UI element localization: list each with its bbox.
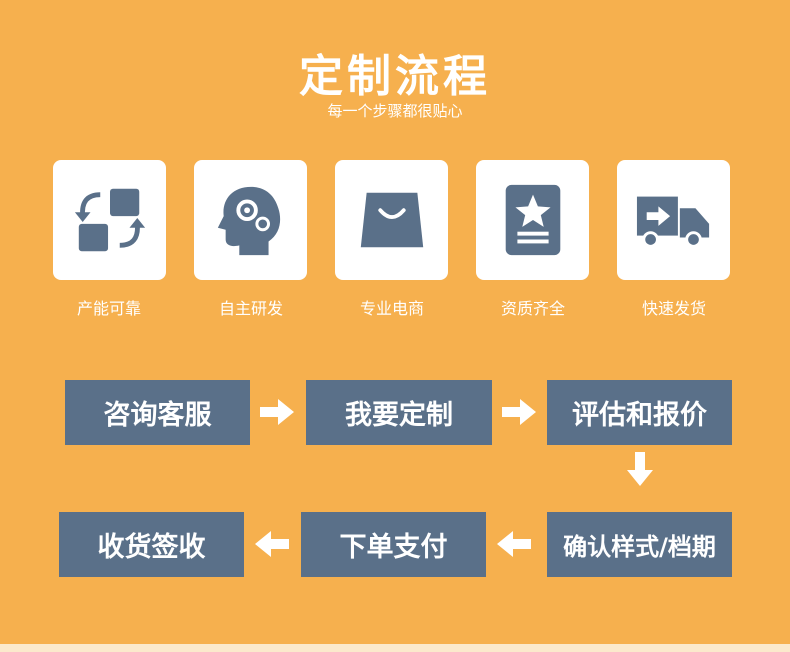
- certificate-star-icon: [505, 184, 560, 256]
- feature-card-capacity: [53, 160, 166, 280]
- arrow-down-icon: [627, 452, 653, 486]
- arrow-right-icon: [260, 399, 294, 425]
- feature-label-ecommerce: 专业电商: [359, 299, 424, 318]
- feature-label-shipping: 快速发货: [641, 299, 706, 318]
- feature-card-rnd: [194, 160, 307, 280]
- feature-label-capacity: 产能可靠: [76, 299, 141, 318]
- step-receive: 收货签收: [59, 512, 244, 577]
- arrow-left-icon: [255, 531, 289, 557]
- feature-card-ecommerce: [335, 160, 448, 280]
- step-payment: 下单支付: [301, 512, 486, 577]
- delivery-truck-icon: [636, 196, 709, 248]
- arrow-right-icon: [502, 399, 536, 425]
- brain-gears-icon: [217, 186, 280, 256]
- feature-label-rnd: 自主研发: [218, 299, 283, 318]
- shopping-bag-icon: [360, 192, 423, 248]
- step-quote: 评估和报价: [547, 380, 732, 445]
- page-subtitle: 每一个步骤都很贴心: [327, 102, 463, 120]
- page-title: 定制流程: [299, 51, 491, 102]
- step-confirm: 确认样式/档期: [547, 512, 732, 577]
- step-consult: 咨询客服: [65, 380, 250, 445]
- swap-blocks-icon: [74, 188, 145, 252]
- bottom-strip: [0, 644, 790, 652]
- feature-card-shipping: [617, 160, 730, 280]
- feature-label-qualification: 资质齐全: [500, 299, 565, 318]
- step-customize: 我要定制: [306, 380, 492, 445]
- feature-card-qualification: [476, 160, 589, 280]
- arrow-left-icon: [497, 531, 531, 557]
